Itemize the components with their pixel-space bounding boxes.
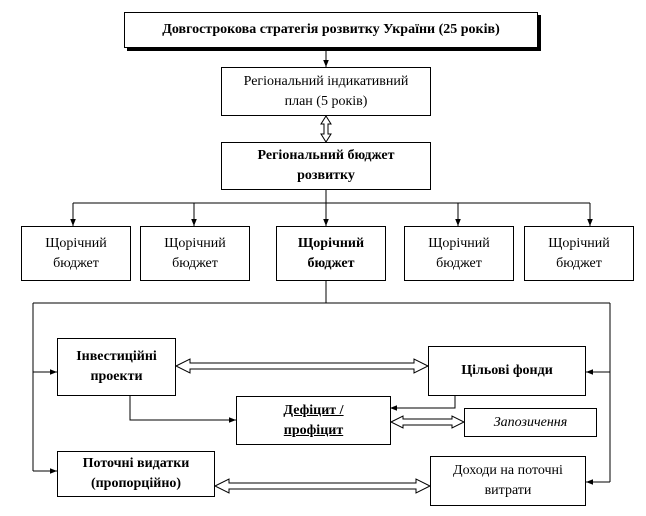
- current-revenue-box: Доходи на поточні витрати: [430, 456, 586, 506]
- annual-budget-4-line2: бюджет: [436, 255, 482, 271]
- borrowing-box: Запозичення: [464, 408, 597, 437]
- annual-budget-5: Щорічний бюджет: [524, 226, 634, 281]
- investment-line1: Інвестиційні: [76, 349, 157, 364]
- double-arrow-deficit-borrowing: [389, 415, 466, 429]
- annual-budget-3-line1: Щорічний: [297, 235, 365, 251]
- deficit-line2: профіцит: [283, 422, 344, 438]
- annual-budget-1-line2: бюджет: [53, 255, 99, 271]
- annual-budget-3-line2: бюджет: [307, 255, 355, 271]
- annual-budget-2-line2: бюджет: [172, 255, 218, 271]
- arrow-investment-to-deficit: [129, 396, 236, 423]
- annual-budget-5-line1: Щорічний: [548, 235, 610, 251]
- double-arrow-plan-budget: [320, 115, 332, 143]
- deficit-line1: Дефіцит /: [283, 402, 344, 418]
- annual-budget-4: Щорічний бюджет: [404, 226, 514, 281]
- current-expenses-line2: (пропорційно): [90, 476, 182, 491]
- regional-plan-box: Регіональний індикативний план (5 років): [221, 67, 431, 116]
- double-arrow-investment-funds: [174, 358, 430, 374]
- annual-budget-5-line2: бюджет: [556, 255, 602, 271]
- regional-plan-line1: Регіональний індикативний: [243, 73, 409, 89]
- target-funds-label: Цільові фонди: [461, 363, 553, 378]
- investment-line2: проекти: [90, 369, 143, 384]
- current-expenses-line1: Поточні видатки: [82, 456, 190, 471]
- regional-plan-line2: план (5 років): [284, 93, 368, 109]
- current-expenses-box: Поточні видатки (пропорційно): [57, 451, 215, 497]
- regional-budget-line1: Регіональний бюджет: [257, 148, 395, 163]
- arrow-target-funds-to-deficit: [390, 396, 456, 411]
- annual-budget-2: Щорічний бюджет: [140, 226, 250, 281]
- annual-budget-3: Щорічний бюджет: [276, 226, 386, 281]
- regional-budget-line2: розвитку: [297, 168, 355, 183]
- annual-budget-1: Щорічний бюджет: [21, 226, 131, 281]
- current-revenue-line2: витрати: [484, 483, 532, 498]
- borrowing-label: Запозичення: [493, 414, 568, 430]
- regional-budget-box: Регіональний бюджет розвитку: [221, 142, 431, 190]
- strategy-box: Довгострокова стратегія розвитку України…: [124, 12, 538, 48]
- strategy-label: Довгострокова стратегія розвитку України…: [162, 22, 500, 37]
- annual-budget-2-line1: Щорічний: [164, 235, 226, 251]
- double-arrow-expenses-revenue: [213, 478, 432, 494]
- target-funds-box: Цільові фонди: [428, 346, 586, 396]
- annual-budget-1-line1: Щорічний: [45, 235, 107, 251]
- annual-budget-4-line1: Щорічний: [428, 235, 490, 251]
- deficit-box: Дефіцит / профіцит: [236, 396, 391, 445]
- current-revenue-line1: Доходи на поточні: [453, 463, 563, 478]
- investment-projects-box: Інвестиційні проекти: [57, 338, 176, 396]
